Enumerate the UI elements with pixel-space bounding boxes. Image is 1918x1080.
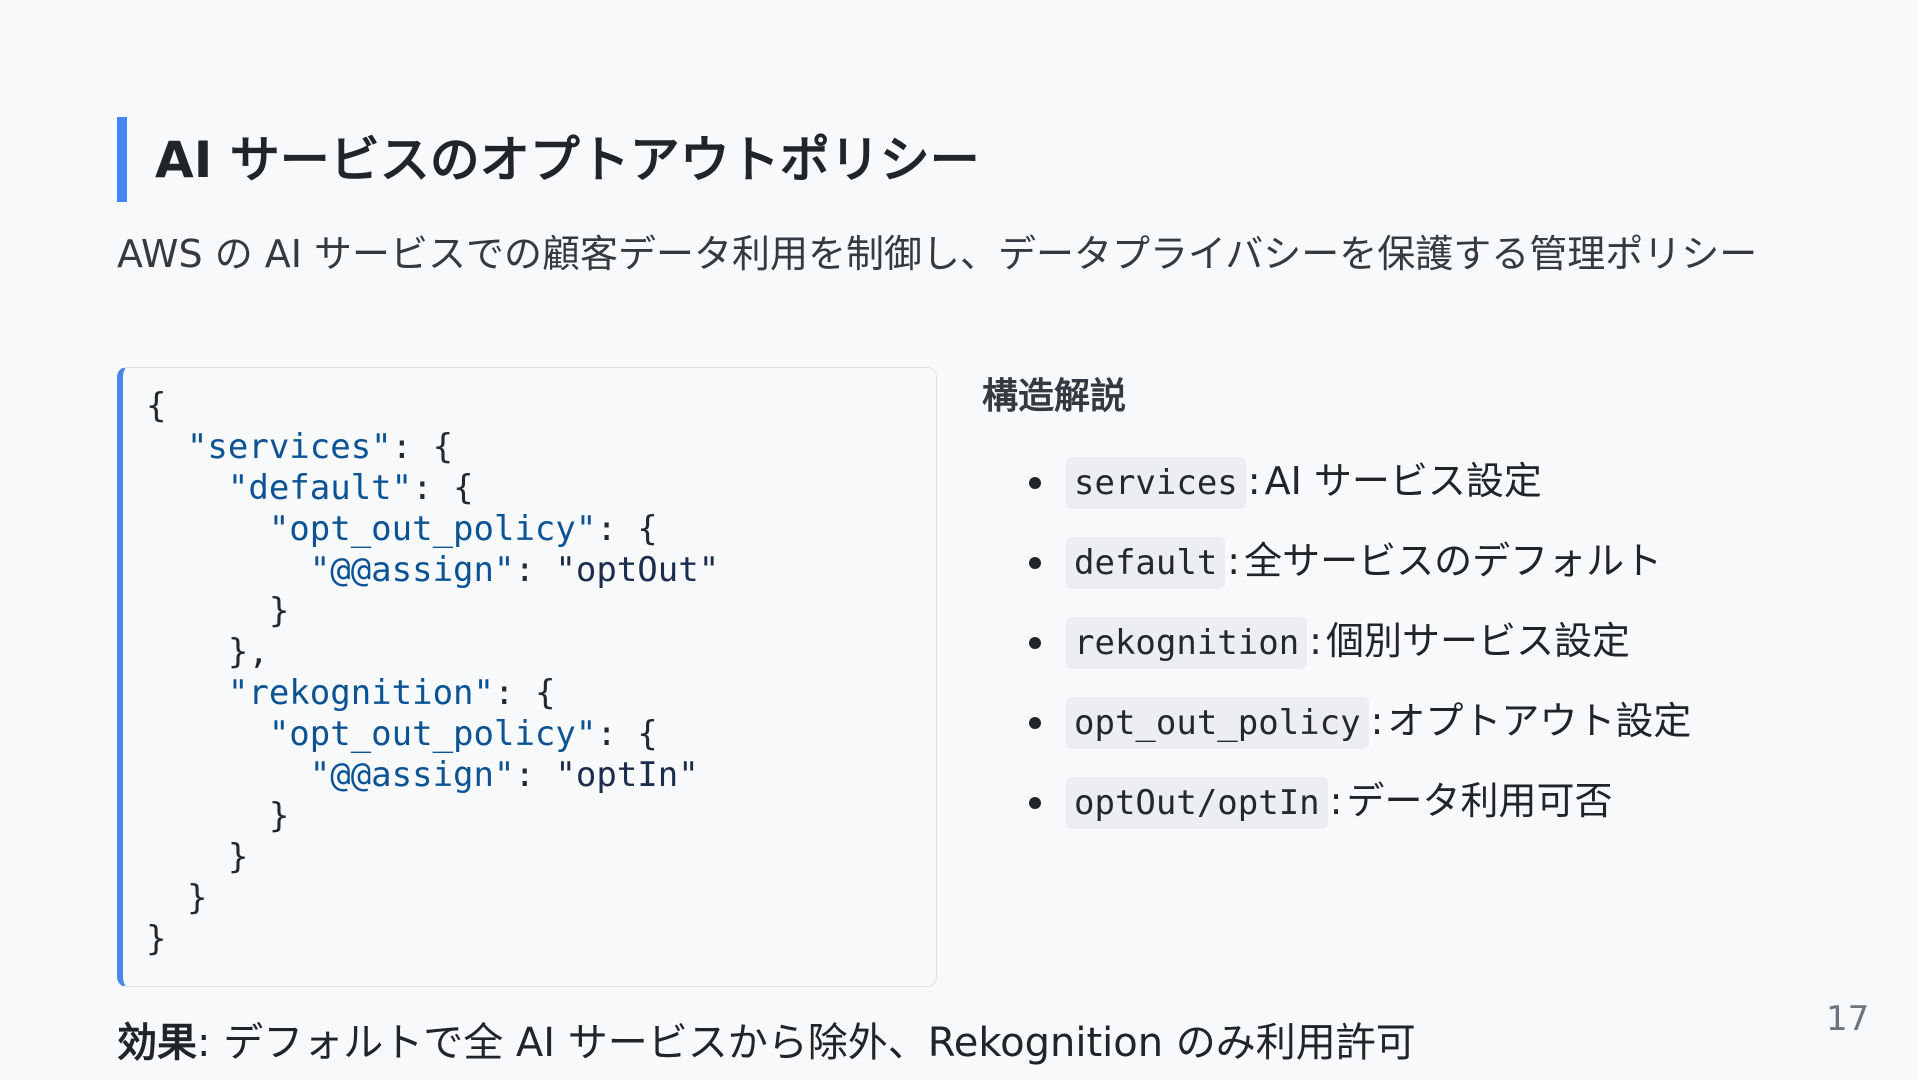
bullet-dot-icon [1029,797,1041,809]
code-line: } [146,591,290,631]
json-key: "default" [227,468,413,508]
code-line: "rekognition": { [227,673,556,713]
json-key: "services" [186,427,392,467]
json-string-value: "optOut" [555,550,720,590]
code-line: } [146,796,290,836]
json-key: "rekognition" [227,673,494,713]
code-line: } [146,878,208,918]
slide-title: AI サービスのオプトアウトポリシー [155,131,980,189]
title-accent-bar [117,117,127,202]
code-line: "opt_out_policy": { [268,509,658,549]
json-string-value: "optIn" [555,755,699,795]
slide-subtitle: AWS の AI サービスでの顧客データ利用を制御し、データプライバシーを保護す… [117,232,1758,276]
inline-code: services [1066,457,1246,509]
bullet-dot-icon [1029,477,1041,489]
code-block: { "services": { "default": { "opt_out_po… [117,367,937,987]
effect-text: デフォルトで全 AI サービスから除外、Rekognition のみ利用許可 [223,1020,1416,1066]
code-line: } [146,919,167,959]
item-description: 全サービスのデフォルト [1244,539,1663,583]
effect-label: 効果 [117,1020,197,1066]
code-line: "@@assign": "optOut" [309,550,720,590]
inline-code: rekognition [1066,617,1308,669]
inline-code: opt_out_policy [1066,697,1369,749]
structure-heading: 構造解説 [982,376,1127,417]
bullet-dot-icon [1029,637,1041,649]
bullet-dot-icon [1029,717,1041,729]
item-description: AI サービス設定 [1264,459,1542,503]
code-line: }, [146,632,269,672]
json-key: "opt_out_policy" [268,509,597,549]
code-line: "@@assign": "optIn" [309,755,699,795]
effect-summary: 効果: デフォルトで全 AI サービスから除外、Rekognition のみ利用… [117,1020,1416,1066]
code-line: } [146,837,249,877]
item-description: オプトアウト設定 [1387,699,1692,743]
json-key: "@@assign" [309,550,515,590]
code-line: { [146,386,167,426]
inline-code: optOut/optIn [1066,777,1328,829]
code-line: "default": { [227,468,474,508]
page-number: 17 [1826,999,1870,1039]
code-line: "services": { [186,427,454,467]
json-key: "opt_out_policy" [268,714,597,754]
item-description: データ利用可否 [1346,779,1613,823]
bullet-dot-icon [1029,557,1041,569]
item-description: 個別サービス設定 [1325,619,1630,663]
code-content: { "services": { "default": { "opt_out_po… [146,386,719,960]
inline-code: default [1066,537,1226,589]
json-key: "@@assign" [309,755,515,795]
code-line: "opt_out_policy": { [268,714,658,754]
